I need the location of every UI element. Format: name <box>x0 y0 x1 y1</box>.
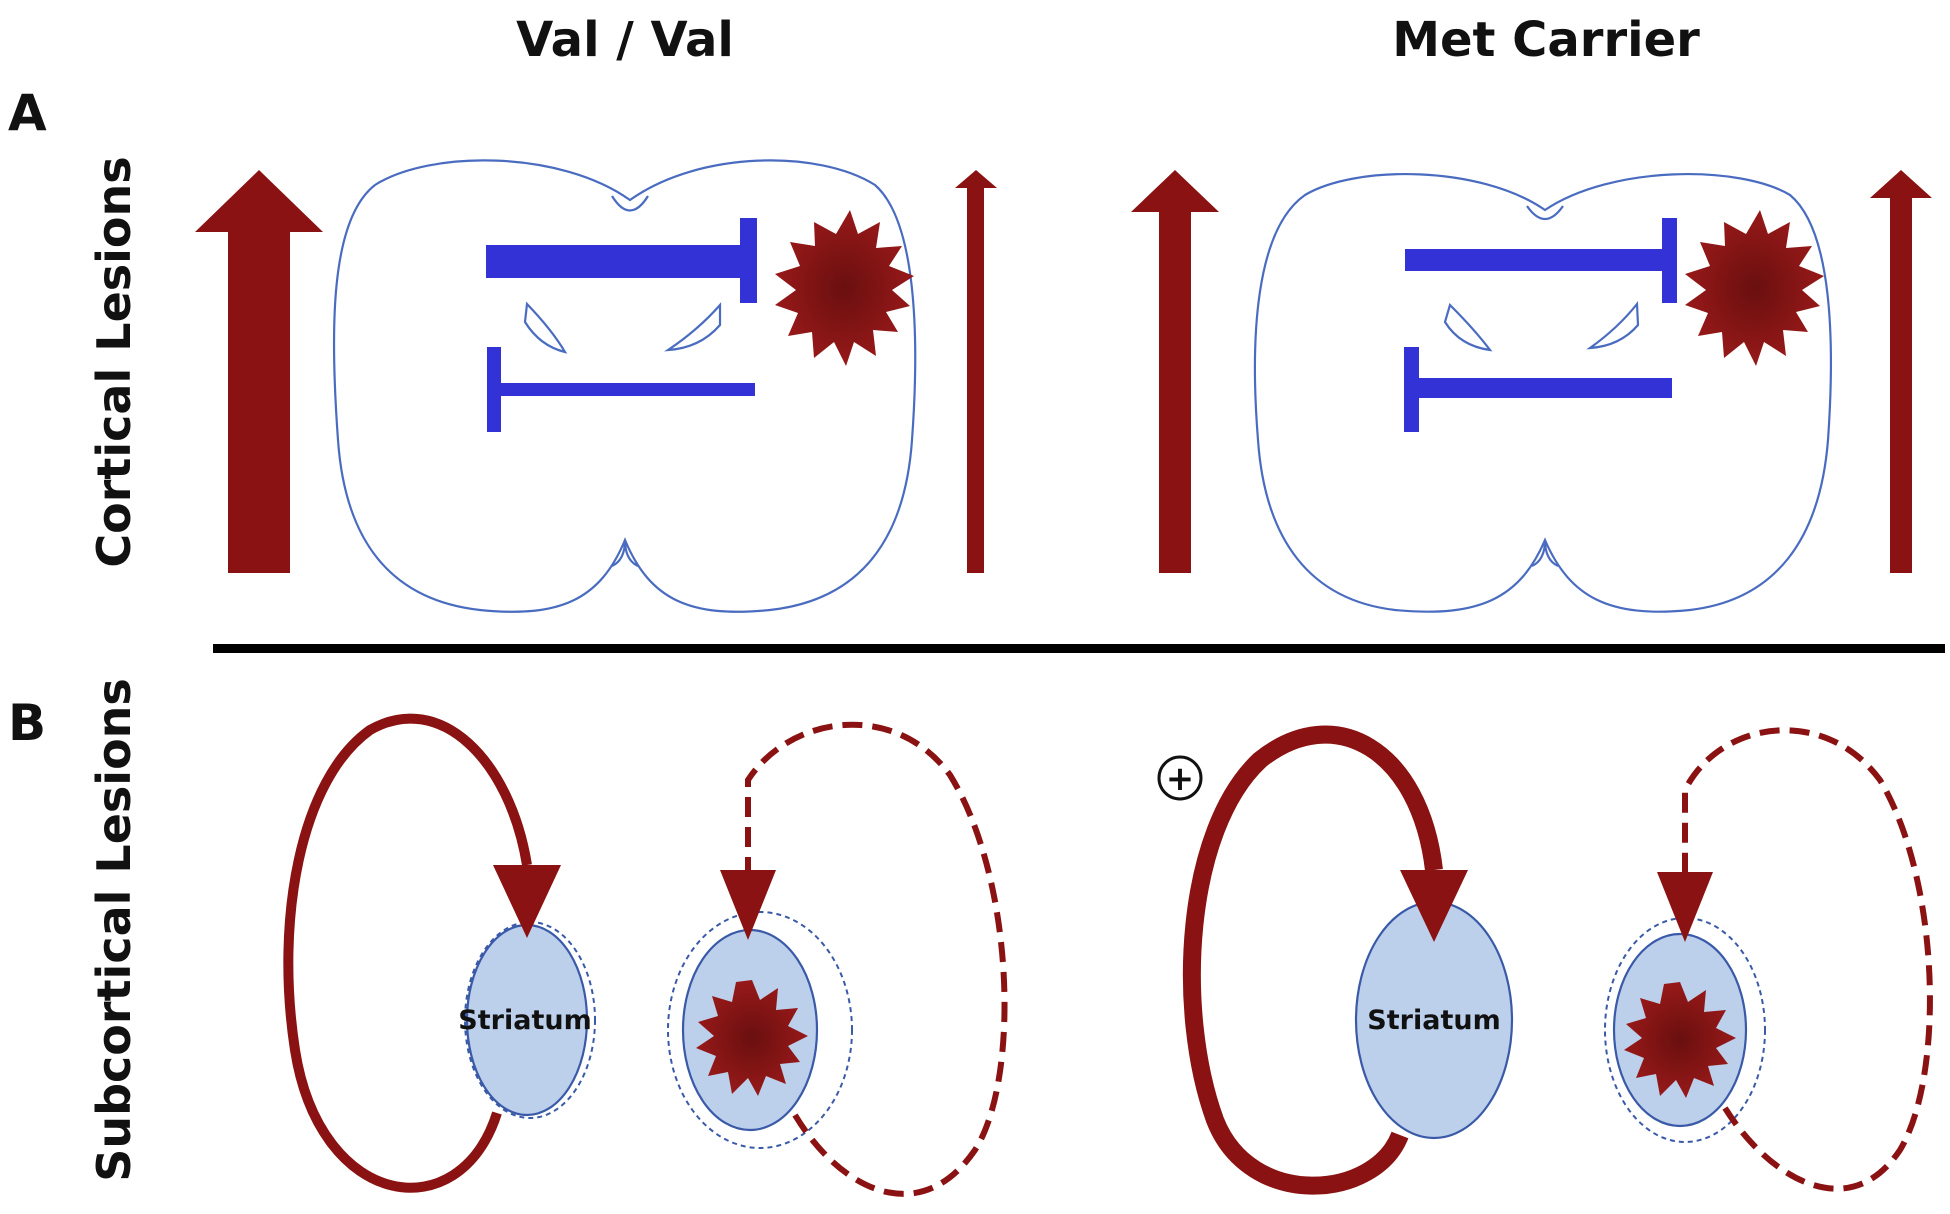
striatum-label: Striatum <box>1367 1005 1500 1036</box>
ventricle-right <box>1586 301 1640 350</box>
inhibition-arrow-bottom <box>487 347 755 432</box>
header-met-carrier: Met Carrier <box>1392 12 1700 68</box>
panel-divider <box>213 644 1945 653</box>
feedback-loop-dashed <box>745 721 1008 1197</box>
ventricle-right <box>663 302 722 352</box>
row-label-subcortical: Subcortical Lesions <box>87 678 141 1182</box>
thin-up-arrow <box>955 170 997 573</box>
inhibition-arrow-top <box>486 218 757 303</box>
panel-a-met-carrier <box>1131 170 1932 613</box>
striatum-dashed-outline <box>667 911 853 1149</box>
panel-letter-a: A <box>8 84 47 142</box>
feedback-loop-solid <box>1182 725 1443 1195</box>
plus-marker-text: + <box>1166 759 1195 799</box>
feedback-loop-solid <box>283 713 532 1193</box>
lesion-star <box>775 210 914 366</box>
panel-letter-b: B <box>8 694 46 752</box>
panel-a-val-val <box>195 159 997 613</box>
lesion-star <box>1624 982 1736 1098</box>
loop-arrowhead <box>720 870 776 940</box>
striatum-label: Striatum <box>458 1005 591 1036</box>
lesion-star <box>696 980 808 1096</box>
large-up-arrow <box>195 170 323 573</box>
loop-arrowhead <box>493 865 561 938</box>
row-label-cortical: Cortical Lesions <box>87 156 141 567</box>
ventricle-left <box>523 301 568 354</box>
loop-arrowhead <box>1400 870 1468 942</box>
panel-b-met-carrier: + Striatum <box>1157 725 1933 1195</box>
lesion-star <box>1685 210 1824 366</box>
feedback-loop-dashed <box>1682 727 1933 1192</box>
inhibition-arrow-bottom <box>1404 347 1672 432</box>
ventricle-left <box>1443 302 1493 352</box>
header-val-val: Val / Val <box>516 12 734 68</box>
inhibition-arrow-top <box>1405 218 1677 303</box>
large-up-arrow <box>1131 170 1219 573</box>
up-arrow-right <box>1870 170 1932 573</box>
panel-b-val-val: Striatum <box>283 713 1008 1197</box>
loop-arrowhead <box>1657 872 1713 942</box>
plus-marker <box>1157 755 1203 801</box>
